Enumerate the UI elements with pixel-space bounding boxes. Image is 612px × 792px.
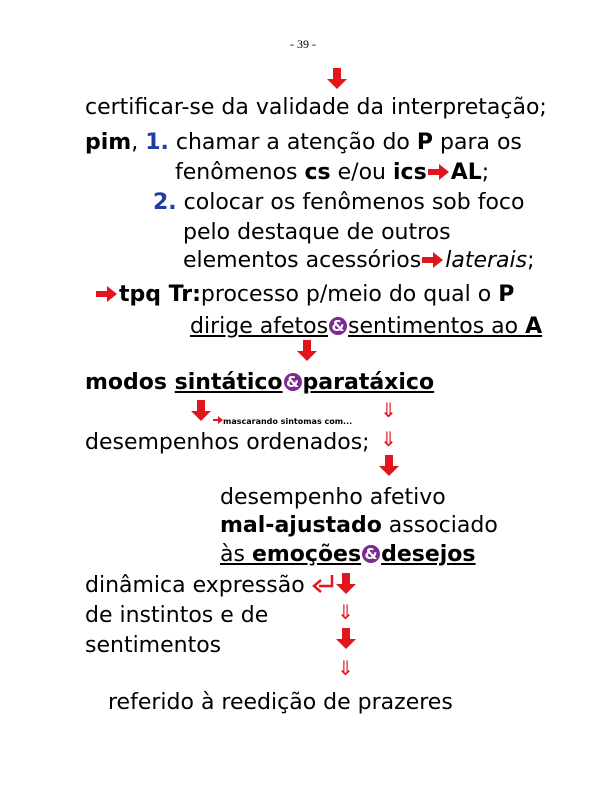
text-line-1: certificar-se da validade da interpretaç… (85, 95, 547, 120)
pim-abbrev: pim (85, 130, 132, 155)
mascarando-note: mascarando sintomas com... (223, 417, 353, 426)
curved-return-arrow-icon (311, 575, 333, 593)
text-line-2: pim, 1. chamar a atenção do P para os (85, 130, 522, 156)
down-arrow-icon (379, 455, 399, 476)
right-arrow-icon (213, 416, 223, 424)
text-line-16: sentimentos (85, 633, 222, 658)
tpq-tr-label: tpq Tr: (119, 282, 201, 307)
emocoes-text: emoções (251, 542, 362, 567)
text-line-14: dinâmica expressão (85, 573, 334, 599)
down-arrow-icon (336, 628, 356, 649)
sentimentos-text: sentimentos ao (348, 314, 526, 339)
desejos-text: desejos (381, 542, 476, 567)
text-line-5: pelo destaque de outros (183, 220, 451, 245)
cs-abbrev: cs (304, 160, 331, 185)
right-arrow-icon (427, 164, 449, 180)
text-line-13: às emoções&desejos (220, 542, 476, 568)
sintatico-text: sintático (174, 370, 283, 395)
text-line-12: mal-ajustado associado (220, 513, 498, 539)
text-line-17: referido à reedição de prazeres (108, 690, 453, 715)
eou-text: e/ou (330, 160, 393, 185)
mal-ajustado-text: mal-ajustado (220, 513, 382, 538)
text-line-9: modos sintático&paratáxico (85, 370, 434, 396)
page-number: - 39 - (290, 37, 316, 51)
double-down-arrow-icon: ⇓ (337, 656, 354, 680)
laterais-text: laterais (445, 248, 528, 273)
double-down-arrow-icon: ⇓ (380, 427, 397, 451)
item-number-2: 2. (153, 190, 177, 215)
al-abbrev: AL (450, 160, 482, 185)
down-arrow-icon (191, 400, 211, 421)
ics-abbrev: ics (393, 160, 427, 185)
double-down-arrow-icon: ⇓ (337, 600, 354, 624)
small-note: mascarando sintomas com... (213, 409, 352, 428)
p-abbrev: P (416, 130, 433, 155)
text-line-15: de instintos e de (85, 603, 269, 628)
item-2-text: colocar os fenômenos sob foco (176, 190, 525, 215)
item-number-1: 1. (145, 130, 169, 155)
ampersand-icon: & (283, 373, 302, 391)
text-line-8: dirige afetos&sentimentos ao A (190, 314, 542, 340)
elementos-text: elementos acessórios (183, 248, 422, 273)
text-line-3: fenômenos cs e/ou ics AL; (175, 160, 489, 186)
item-1-end: para os (433, 130, 522, 155)
text-line-10: desempenhos ordenados; (85, 430, 370, 455)
right-arrow-icon (96, 286, 117, 302)
ampersand-icon: & (329, 317, 348, 335)
processo-text: processo p/meio do qual o (200, 282, 499, 307)
fenomenos-text: fenômenos (175, 160, 305, 185)
text-line-6: elementos acessórios laterais; (183, 248, 535, 274)
p-abbrev: P (498, 282, 515, 307)
down-arrow-icon (297, 340, 317, 361)
dirige-afetos-text: dirige afetos (190, 314, 329, 339)
comma: , (131, 130, 139, 155)
semicolon: ; (527, 248, 535, 273)
semicolon: ; (481, 160, 490, 185)
right-arrow-icon (422, 252, 444, 268)
text-line-11: desempenho afetivo (220, 485, 446, 510)
down-arrow-icon (336, 573, 356, 594)
down-arrow-icon (327, 68, 347, 89)
parataxico-text: paratáxico (302, 370, 435, 395)
dinamica-text: dinâmica expressão (85, 573, 305, 598)
text-line-7: tpq Tr:processo p/meio do qual o P (95, 282, 514, 308)
associado-text: associado (381, 513, 498, 538)
text-line-4: 2. colocar os fenômenos sob foco (153, 190, 524, 216)
a-abbrev: A (525, 314, 543, 339)
ampersand-icon: & (362, 545, 381, 563)
modos-text: modos (85, 370, 175, 395)
as-text: às (220, 542, 252, 567)
double-down-arrow-icon: ⇓ (380, 398, 397, 422)
item-1-text: chamar a atenção do (168, 130, 417, 155)
